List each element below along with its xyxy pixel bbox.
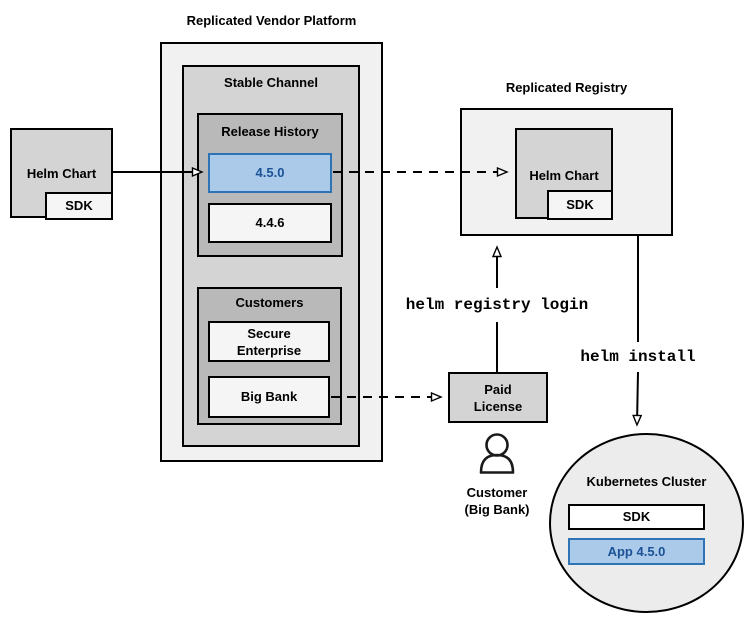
release-version-4-5-0: 4.5.0 xyxy=(208,153,332,193)
command-registry-login: helm registry login xyxy=(405,296,589,314)
paid-license-box: Paid License xyxy=(448,372,548,423)
source-sdk-label: SDK xyxy=(65,198,93,213)
k8s-sdk-label: SDK xyxy=(622,509,651,524)
customer-person-icon xyxy=(479,433,515,474)
paid-license-line2: License xyxy=(473,398,523,414)
k8s-app-box: App 4.5.0 xyxy=(568,538,705,565)
registry-sdk-box: SDK xyxy=(547,190,613,220)
stable-channel-title: Stable Channel xyxy=(224,75,318,90)
source-helm-chart-label: Helm Chart xyxy=(26,166,97,181)
kubernetes-cluster-title: Kubernetes Cluster xyxy=(586,474,707,489)
release-version-4-5-0-label: 4.5.0 xyxy=(255,165,285,180)
release-history-title: Release History xyxy=(221,124,319,139)
registry-helm-chart-label: Helm Chart xyxy=(529,168,599,183)
release-version-4-4-6: 4.4.6 xyxy=(208,203,332,243)
registry-title: Replicated Registry xyxy=(505,80,628,95)
helm-install-arrow xyxy=(637,236,638,424)
customer-secure-enterprise-box: Secure Enterprise xyxy=(208,321,330,362)
secure-enterprise-line2: Enterprise xyxy=(236,342,302,358)
command-install: helm install xyxy=(580,348,696,366)
registry-sdk-label: SDK xyxy=(566,197,594,212)
customer-big-bank-box: Big Bank xyxy=(208,376,330,418)
source-sdk-box: SDK xyxy=(45,192,113,220)
release-version-4-4-6-label: 4.4.6 xyxy=(255,215,285,230)
big-bank-label: Big Bank xyxy=(240,389,298,404)
customers-title: Customers xyxy=(235,295,304,310)
k8s-sdk-box: SDK xyxy=(568,504,705,530)
vendor-platform-title: Replicated Vendor Platform xyxy=(186,13,357,28)
secure-enterprise-line1: Secure xyxy=(247,325,291,341)
customer-label-line1: Customer xyxy=(466,485,528,500)
paid-license-line1: Paid xyxy=(484,381,512,397)
customer-label-line2: (Big Bank) xyxy=(464,502,530,517)
customer-label: Customer (Big Bank) xyxy=(437,484,557,518)
k8s-app-label: App 4.5.0 xyxy=(607,543,666,559)
